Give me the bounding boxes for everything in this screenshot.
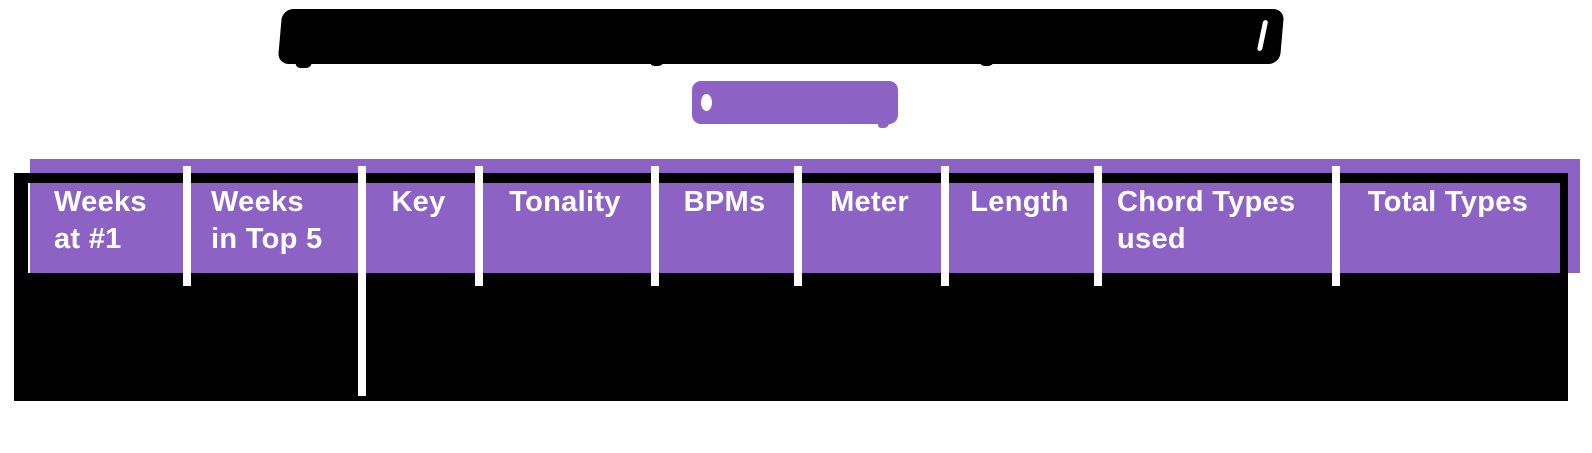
header-label-line: Total Types (1367, 186, 1529, 218)
header-cell-key: Key (362, 184, 475, 270)
redacted-title-blob (277, 9, 1285, 68)
header-cell-total-types: Total Types (1336, 184, 1560, 270)
column-divider (1332, 166, 1340, 286)
header-label-line: Chord Types (1117, 186, 1296, 218)
column-divider-long (358, 166, 366, 396)
header-label-line: Length (970, 186, 1069, 218)
header-label-line: Meter (830, 186, 909, 218)
header-cell-bpms: BPMs (655, 184, 794, 270)
header-label-line: at #1 (54, 223, 122, 255)
title-descender-bump (649, 59, 665, 66)
header-label-line: in Top 5 (211, 223, 323, 255)
redacted-subtitle-blob (692, 81, 898, 128)
subtitle-c-counter (701, 94, 712, 111)
header-cell-weeks-at-1: Weeks at #1 (28, 184, 183, 270)
header-label-line: Weeks (54, 186, 147, 218)
header-label-line: Weeks (211, 186, 304, 218)
column-divider (651, 166, 659, 286)
header-cell-meter: Meter (798, 184, 941, 270)
header-cell-tonality: Tonality (479, 184, 651, 270)
title-descender-bump (295, 59, 313, 68)
header-label-line: used (1117, 223, 1186, 255)
column-divider (941, 166, 949, 286)
column-divider (183, 166, 191, 286)
subtitle-descender-tail (878, 121, 889, 128)
title-descender-bump (979, 59, 995, 66)
table-data-row-redacted (14, 273, 1568, 401)
column-divider (1094, 166, 1102, 286)
header-cell-weeks-in-top5: Weeks in Top 5 (187, 184, 358, 270)
column-divider (475, 166, 483, 286)
header-cell-chord-types-used: Chord Types used (1098, 184, 1332, 270)
title-paren-sliver (1256, 19, 1269, 52)
header-label-line: BPMs (683, 186, 766, 218)
header-label-line: Key (391, 186, 446, 218)
header-cell-length: Length (945, 184, 1094, 270)
header-label-line: Tonality (509, 186, 621, 218)
column-divider (794, 166, 802, 286)
